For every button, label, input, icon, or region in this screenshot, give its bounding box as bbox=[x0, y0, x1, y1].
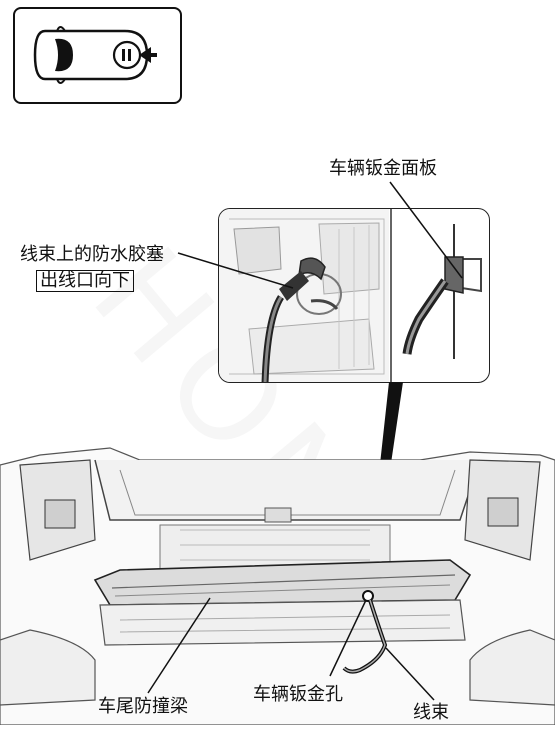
bumper-beam-label: 车尾防撞梁 bbox=[98, 696, 188, 717]
panel-label: 车辆钣金面板 bbox=[329, 158, 437, 179]
harness-label: 线束 bbox=[413, 702, 449, 723]
grommet-detail-illustration bbox=[219, 209, 482, 382]
view-direction-box bbox=[13, 7, 182, 104]
vehicle-rear-illustration bbox=[0, 181, 555, 725]
detail-inset bbox=[218, 208, 490, 383]
vehicle-rear-view-icon bbox=[33, 26, 157, 84]
grommet-label: 线束上的防水胶塞 bbox=[20, 244, 164, 265]
exit-down-label: 出线口向下 bbox=[36, 270, 134, 292]
panel-hole-label: 车辆钣金孔 bbox=[253, 684, 343, 705]
